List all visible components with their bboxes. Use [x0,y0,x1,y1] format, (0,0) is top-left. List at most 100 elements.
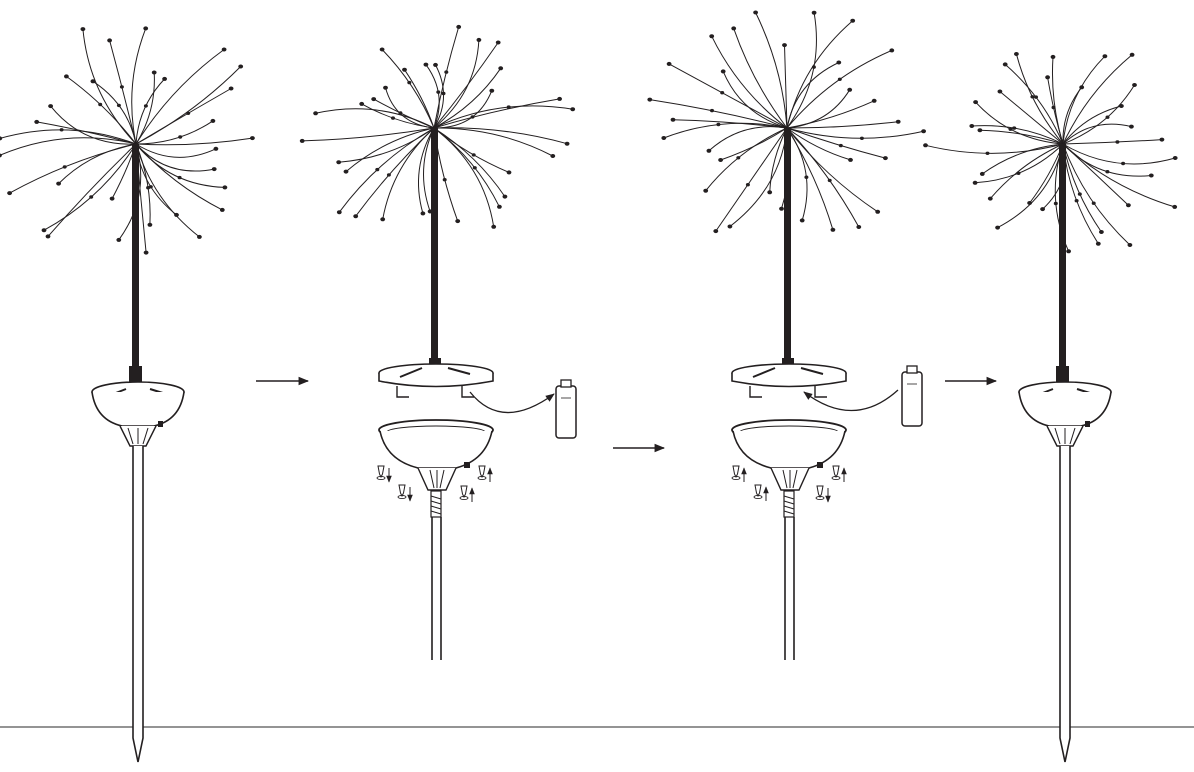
wire-strand [50,105,137,145]
led-bead [1040,207,1045,212]
led-bead [753,10,758,15]
led-bead [0,153,2,158]
screw-icon [753,484,763,500]
wire-strand [433,64,444,129]
led-bead [497,204,502,209]
led-bead [379,47,385,52]
wire-strand [66,75,137,145]
led-bead [1127,243,1133,247]
wire-strand [1004,64,1064,145]
led-bead [1016,171,1021,175]
led-bead [59,128,64,132]
led-bead [219,207,225,212]
led-bead [371,97,377,102]
led-bead [109,196,115,201]
led-bead [1129,124,1134,129]
led-bead [143,104,148,108]
base-bowl-icon [731,419,847,491]
led-bead [336,210,342,215]
led-bead [238,64,244,69]
led-bead [827,178,832,183]
led-bead [456,24,462,29]
led-bead [1012,126,1017,130]
led-bead [210,118,216,123]
led-bead [116,103,121,108]
light-stem [431,128,438,362]
led-bead [703,188,709,193]
led-bead [1077,192,1082,196]
firework-burst-icon [647,10,926,234]
wire-strand [755,12,788,129]
led-bead [250,136,255,141]
wire-strand [338,127,435,163]
wire-strand [109,40,137,145]
wire-strand [433,127,506,197]
led-bead [1115,140,1120,144]
wire-strand [975,101,1064,145]
led-bead [718,158,723,162]
wire-strand [1062,143,1129,206]
led-bead [987,196,993,201]
wire-strand [135,78,165,145]
led-bead [731,26,737,31]
led-bead [875,209,881,214]
solar-head-icon [91,366,185,447]
led-bead [767,190,773,195]
wire-strand [82,29,137,145]
led-bead [407,80,412,85]
wire-strand [1051,56,1064,145]
led-bead [661,136,667,140]
wire-strand [131,28,147,145]
led-bead [442,178,447,182]
wire-strand [433,39,480,129]
screw-icon [815,485,825,501]
led-bead [1159,137,1165,142]
solar-cap-icon [731,358,847,398]
led-bead [997,89,1003,94]
led-bead [1002,62,1008,67]
wire-strand [135,137,253,146]
aa-battery-icon [555,379,577,439]
wire-strand [786,127,924,139]
ground-stake [1059,446,1071,763]
screw-icon [731,465,741,481]
wire-strand [1062,143,1131,246]
led-bead [353,214,359,219]
wire-strand [433,98,560,129]
screw-icon [477,465,487,481]
led-bead [48,104,53,109]
led-bead [670,117,676,122]
aa-battery-icon [901,365,923,427]
solar-cap-icon [378,358,494,398]
step-4-reassembled-light [923,52,1178,763]
firework-burst-icon [299,24,576,229]
led-bead [710,108,714,113]
threaded-connector-icon [783,490,795,518]
ground-stake [132,446,144,763]
led-bead [45,234,51,239]
wire-strand [373,98,435,129]
wire-strand [708,126,788,152]
led-bead [197,234,202,239]
wire-strand [355,127,435,217]
wire-strand [43,143,137,231]
led-bead [889,48,895,53]
ground-stake-upper [784,517,795,660]
firework-burst-icon [923,52,1178,254]
wire-strand [433,127,510,173]
led-bead [837,77,842,82]
led-bead [375,167,380,172]
led-bead [836,60,842,65]
threaded-connector-icon [430,490,442,518]
led-bead [495,40,501,45]
wire-strand [135,143,177,216]
led-bead [383,85,388,90]
battery-insertion-arrow-icon [803,389,899,412]
wire-strand [47,143,137,237]
led-bead [666,61,672,66]
led-bead [221,47,227,52]
wire-strand [705,127,788,192]
wire-strand [786,127,860,228]
light-stem [1059,144,1066,369]
led-bead [489,88,495,93]
